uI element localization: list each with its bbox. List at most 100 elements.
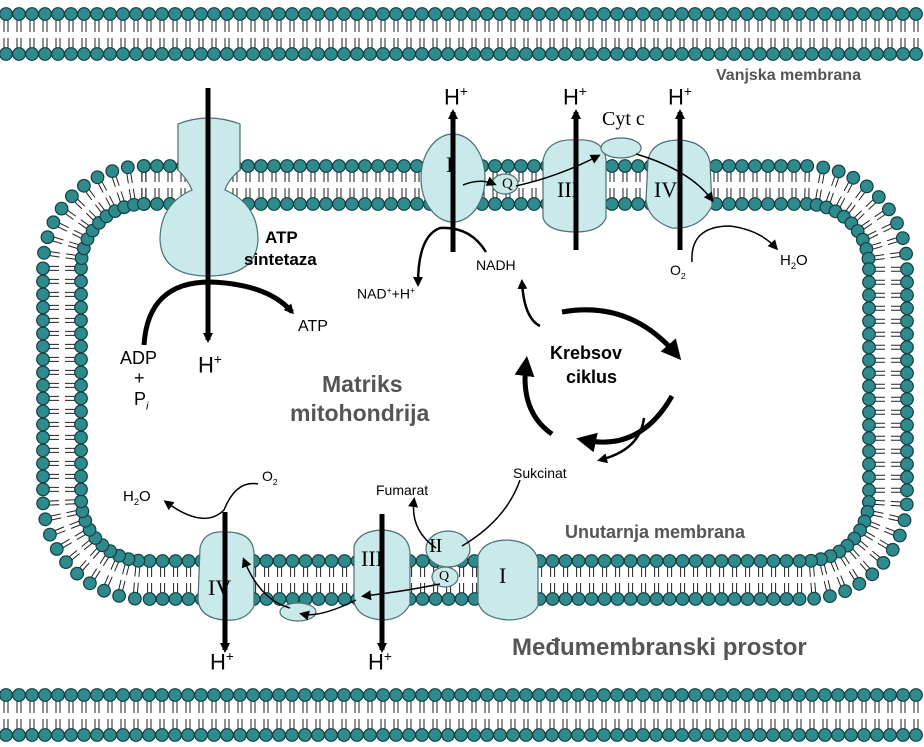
lipid-head — [312, 8, 325, 21]
lipid-head — [325, 555, 338, 568]
lipid-head — [390, 8, 403, 21]
lipid-head — [650, 729, 663, 742]
lipid-head — [788, 160, 801, 173]
lipid-head — [416, 593, 429, 606]
lipid-head — [489, 160, 502, 173]
lipid-head — [333, 160, 346, 173]
lipid-head — [741, 729, 754, 742]
lipid-head — [585, 8, 598, 21]
lipid-head — [143, 593, 156, 606]
lipid-head — [619, 198, 632, 211]
lipid-head — [104, 729, 117, 742]
lipid-head — [429, 729, 442, 742]
succinate-label: Sukcinat — [513, 465, 567, 481]
lipid-head — [676, 555, 689, 568]
bottom-complex-1-label: I — [499, 563, 506, 589]
lipid-head — [385, 198, 398, 211]
lipid-head — [351, 689, 364, 702]
outer-membrane-bottom-tails — [4, 701, 918, 731]
lipid-head — [122, 161, 135, 174]
lipid-head — [37, 262, 50, 275]
lipid-head — [312, 48, 325, 61]
lipid-head — [637, 689, 650, 702]
lipid-head — [883, 203, 896, 216]
lipid-head — [91, 8, 104, 21]
top-complex-3-label: III — [557, 177, 579, 203]
lipid-head — [898, 514, 911, 527]
atp-synthase-label-line2: sintetaza — [244, 250, 317, 270]
lipid-head — [130, 729, 143, 742]
lipid-head — [130, 8, 143, 21]
atp-synthase-proton-label: H+ — [198, 352, 222, 378]
lipid-head — [546, 729, 559, 742]
lipid-head — [442, 8, 455, 21]
lipid-head — [611, 729, 624, 742]
lipid-head — [901, 380, 914, 393]
lipid-head — [520, 729, 533, 742]
lipid-head — [325, 593, 338, 606]
lipid-head — [37, 301, 50, 314]
lipid-head — [75, 353, 88, 366]
lipid-head — [130, 48, 143, 61]
lipid-head — [75, 392, 88, 405]
lipid-head — [606, 160, 619, 173]
lipid-head — [749, 198, 762, 211]
lipid-head — [26, 729, 39, 742]
lipid-head — [75, 405, 88, 418]
matrix-label-line2: mitohondrija — [290, 400, 429, 427]
lipid-head — [901, 432, 914, 445]
lipid-head — [598, 555, 611, 568]
lipid-head — [195, 729, 208, 742]
lipid-head — [346, 198, 359, 211]
lipid-head — [37, 340, 50, 353]
lipid-head — [75, 366, 88, 379]
lipid-head — [847, 172, 860, 185]
lipid-head — [515, 198, 528, 211]
lipid-head — [169, 689, 182, 702]
lipid-head — [754, 729, 767, 742]
lipid-head — [901, 393, 914, 406]
lipid-head — [741, 8, 754, 21]
lipid-head — [286, 8, 299, 21]
lipid-head — [13, 729, 26, 742]
lipid-head — [65, 8, 78, 21]
lipid-head — [806, 729, 819, 742]
lipid-head — [793, 689, 806, 702]
lipid-head — [494, 729, 507, 742]
lipid-head — [273, 48, 286, 61]
lipid-head — [403, 729, 416, 742]
lipid-head — [247, 8, 260, 21]
top-proton-3-label: H+ — [563, 84, 587, 110]
lipid-head — [260, 729, 273, 742]
lipid-head — [863, 315, 876, 328]
lipid-head — [338, 689, 351, 702]
bottom-quinone-label: Q — [439, 569, 449, 585]
lipid-head — [320, 160, 333, 173]
lipid-head — [611, 555, 624, 568]
lipid-head — [169, 555, 182, 568]
lipid-head — [0, 48, 12, 61]
lipid-head — [824, 590, 837, 603]
lipid-head — [863, 354, 876, 367]
lipid-head — [84, 577, 97, 590]
lipid-head — [910, 8, 923, 21]
lipid-head — [663, 8, 676, 21]
lipid-head — [37, 405, 50, 418]
lipid-head — [572, 555, 585, 568]
lipid-head — [234, 689, 247, 702]
lipid-head — [861, 180, 874, 193]
lipid-head — [507, 48, 520, 61]
lipid-head — [351, 8, 364, 21]
lipid-head — [294, 160, 307, 173]
lipid-head — [75, 495, 88, 508]
adp-label: ADP — [120, 348, 157, 369]
lipid-head — [767, 729, 780, 742]
lipid-head — [845, 729, 858, 742]
lipid-head — [663, 729, 676, 742]
lipid-head — [75, 340, 88, 353]
lipid-head — [819, 689, 832, 702]
lipid-head — [863, 276, 876, 289]
lipid-head — [702, 48, 715, 61]
top-oxygen-label: O2 — [670, 262, 686, 281]
